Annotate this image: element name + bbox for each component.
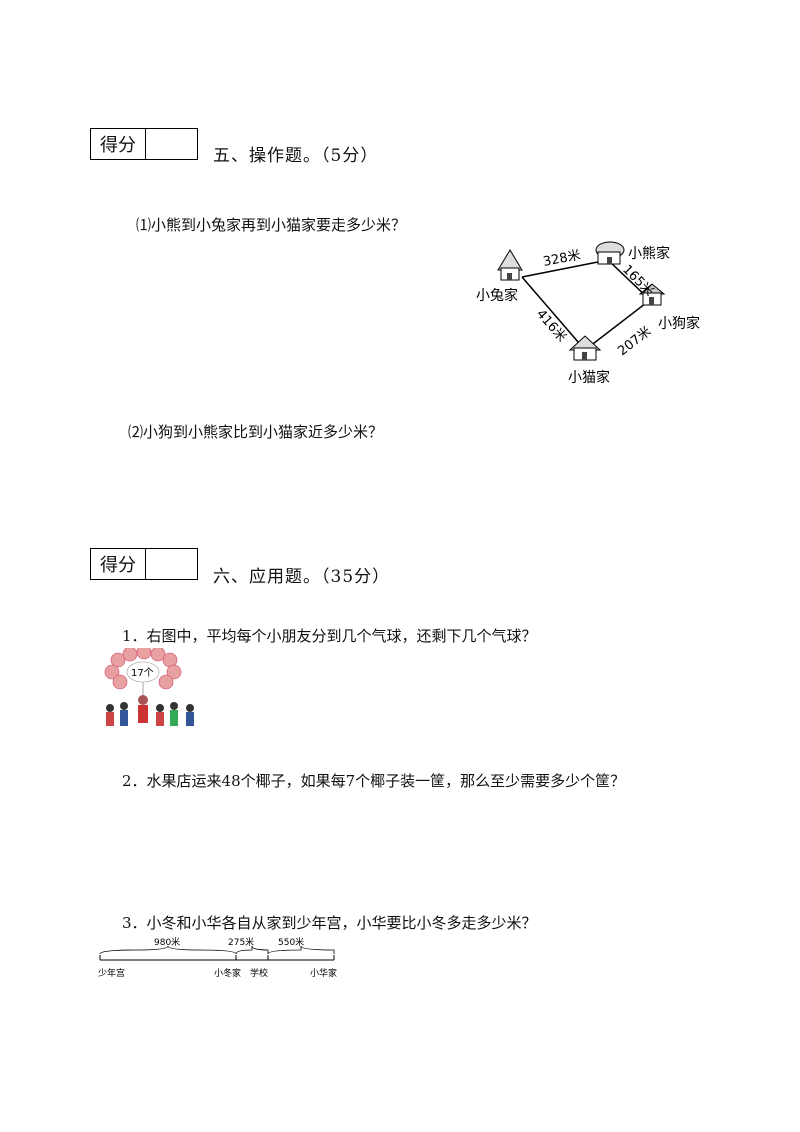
section5-title: 五、操作题。（5分） [213,146,379,166]
score-label: 得分 [91,129,146,159]
kids-icon [106,695,194,726]
section5-question-2: ⑵小狗到小熊家比到小猫家近多少米？ [128,423,384,441]
cat-house-icon [568,335,602,361]
score-label: 得分 [91,549,146,579]
label-cat: 小猫家 [568,369,610,386]
label-bear: 小熊家 [628,245,670,262]
score-box-6: 得分 [90,548,198,580]
bear-house-icon [595,241,625,265]
dist-275: 275米 [228,936,254,948]
section6-question-3: 3．小冬和小华各自从家到少年宫，小华要比小冬多走多少米？ [122,914,537,932]
place-xiaohua-home: 小华家 [310,967,337,979]
balloons-kids-illustration: 17个 [104,648,194,726]
dist-rabbit-bear: 328米 [542,248,582,270]
dist-dog-cat: 207米 [615,324,654,359]
score-blank[interactable] [146,129,197,159]
section6-question-1: 1．右图中，平均每个小朋友分到几个气球，还剩下几个气球？ [122,627,537,645]
place-youth-palace: 少年宫 [98,967,125,979]
label-dog: 小狗家 [658,315,700,332]
score-box-5: 得分 [90,128,198,160]
place-school: 学校 [250,967,268,979]
balloon-count: 17个 [131,667,154,679]
dist-980: 980米 [154,936,180,948]
section6-title: 六、应用题。（35分） [213,567,391,587]
place-xiaodong-home: 小冬家 [214,967,241,979]
section6-question-2: 2．水果店运来48个椰子，如果每7个椰子装一筐，那么至少需要多少个筐？ [122,772,626,790]
distance-map: 小兔家 小熊家 小狗家 小猫家 328米 165米 416米 207米 [476,241,700,386]
rabbit-house-icon [497,249,523,281]
route-line-diagram: 980米 275米 550米 少年宫 小冬家 学校 小华家 [98,936,337,979]
dist-bear-dog: 165米 [619,262,656,299]
score-blank[interactable] [146,549,197,579]
section5-question-1: ⑴小熊到小兔家再到小猫家要走多少米？ [136,216,407,234]
dist-550: 550米 [278,936,304,948]
label-rabbit: 小兔家 [476,287,518,304]
dog-house-icon [638,283,666,306]
